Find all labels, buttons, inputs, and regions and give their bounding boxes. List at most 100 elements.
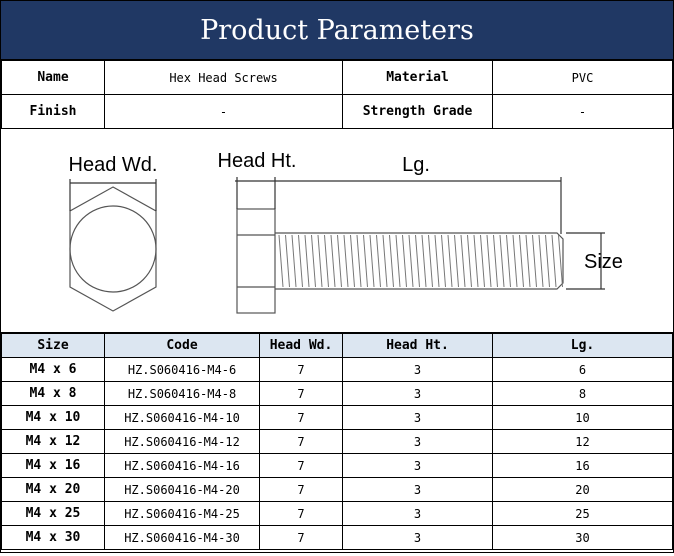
cell-size: M4 x 20 (1, 477, 105, 502)
cell-head-wd: 7 (259, 405, 343, 430)
thread-line (538, 234, 544, 288)
thread-line (291, 234, 297, 288)
cell-head-ht: 3 (342, 501, 493, 526)
thread-line (441, 234, 446, 288)
cell-head-wd: 7 (259, 429, 343, 454)
header-head-wd: Head Wd. (259, 333, 343, 358)
thread-line (473, 234, 479, 288)
thread-line (525, 234, 531, 288)
cell-head-wd: 7 (259, 381, 343, 406)
cell-lg: 12 (492, 429, 673, 454)
material-value: PVC (492, 60, 673, 95)
head-wd-label: Head Wd. (69, 154, 158, 176)
thread-line (467, 234, 472, 288)
cell-lg: 10 (492, 405, 673, 430)
thread-line (499, 234, 505, 288)
thread-line (363, 234, 368, 288)
thread-line (421, 234, 427, 288)
thread-line (454, 234, 459, 288)
header-lg: Lg. (492, 333, 673, 358)
cell-lg: 16 (492, 453, 673, 478)
cell-lg: 8 (492, 381, 673, 406)
cell-code: HZ.S060416-M4-30 (104, 525, 260, 550)
cell-code: HZ.S060416-M4-6 (104, 357, 260, 382)
thread-line (317, 234, 323, 288)
name-label: Name (1, 60, 105, 95)
lg-label: Lg. (402, 154, 430, 176)
cell-head-ht: 3 (342, 453, 493, 478)
grade-label: Strength Grade (342, 94, 493, 129)
thread-line (395, 234, 401, 288)
cell-lg: 30 (492, 525, 673, 550)
thread-line (428, 234, 433, 288)
thread-line (324, 234, 329, 288)
header-head-ht: Head Ht. (342, 333, 493, 358)
thread-line (551, 234, 557, 288)
head-ht-label: Head Ht. (218, 150, 297, 172)
thread-line (343, 234, 349, 288)
cell-code: HZ.S060416-M4-8 (104, 381, 260, 406)
thread-line (402, 234, 407, 288)
cell-head-wd: 7 (259, 453, 343, 478)
thread-line (434, 234, 440, 288)
cell-head-ht: 3 (342, 405, 493, 430)
cell-size: M4 x 16 (1, 453, 105, 478)
cell-head-ht: 3 (342, 357, 493, 382)
thread-line (545, 234, 550, 288)
hex-head-side-view (236, 208, 276, 314)
cell-head-wd: 7 (259, 525, 343, 550)
cell-head-ht: 3 (342, 429, 493, 454)
thread-line (506, 234, 511, 288)
finish-label: Finish (1, 94, 105, 129)
thread-line (285, 234, 290, 288)
thread-line (382, 234, 388, 288)
cell-code: HZ.S060416-M4-12 (104, 429, 260, 454)
cell-size: M4 x 25 (1, 501, 105, 526)
cell-head-wd: 7 (259, 501, 343, 526)
header-size: Size (1, 333, 105, 358)
header-code: Code (104, 333, 260, 358)
grade-value: - (492, 94, 673, 129)
cell-head-ht: 3 (342, 525, 493, 550)
thread-line (558, 234, 563, 288)
thread-line (408, 234, 414, 288)
thread-line (512, 234, 518, 288)
cell-code: HZ.S060416-M4-16 (104, 453, 260, 478)
cell-code: HZ.S060416-M4-10 (104, 405, 260, 430)
cell-head-wd: 7 (259, 477, 343, 502)
cell-lg: 6 (492, 357, 673, 382)
thread-line (298, 234, 303, 288)
cell-size: M4 x 12 (1, 429, 105, 454)
thread-line (415, 234, 420, 288)
cell-head-wd: 7 (259, 357, 343, 382)
name-value: Hex Head Screws (104, 60, 343, 95)
cell-code: HZ.S060416-M4-25 (104, 501, 260, 526)
thread-line (350, 234, 355, 288)
screw-diagram: Head Wd. Head Ht. Lg. Size (1, 129, 673, 333)
cell-head-ht: 3 (342, 381, 493, 406)
thread-line (278, 234, 284, 288)
screw-shank (275, 232, 564, 290)
cell-size: M4 x 6 (1, 357, 105, 382)
thread-line (304, 234, 310, 288)
thread-line (532, 234, 537, 288)
material-label: Material (342, 60, 493, 95)
page-title: Product Parameters (1, 0, 673, 60)
thread-line (460, 234, 466, 288)
size-label: Size (584, 251, 623, 273)
thread-line (311, 234, 316, 288)
cell-size: M4 x 30 (1, 525, 105, 550)
thread-line (356, 234, 362, 288)
